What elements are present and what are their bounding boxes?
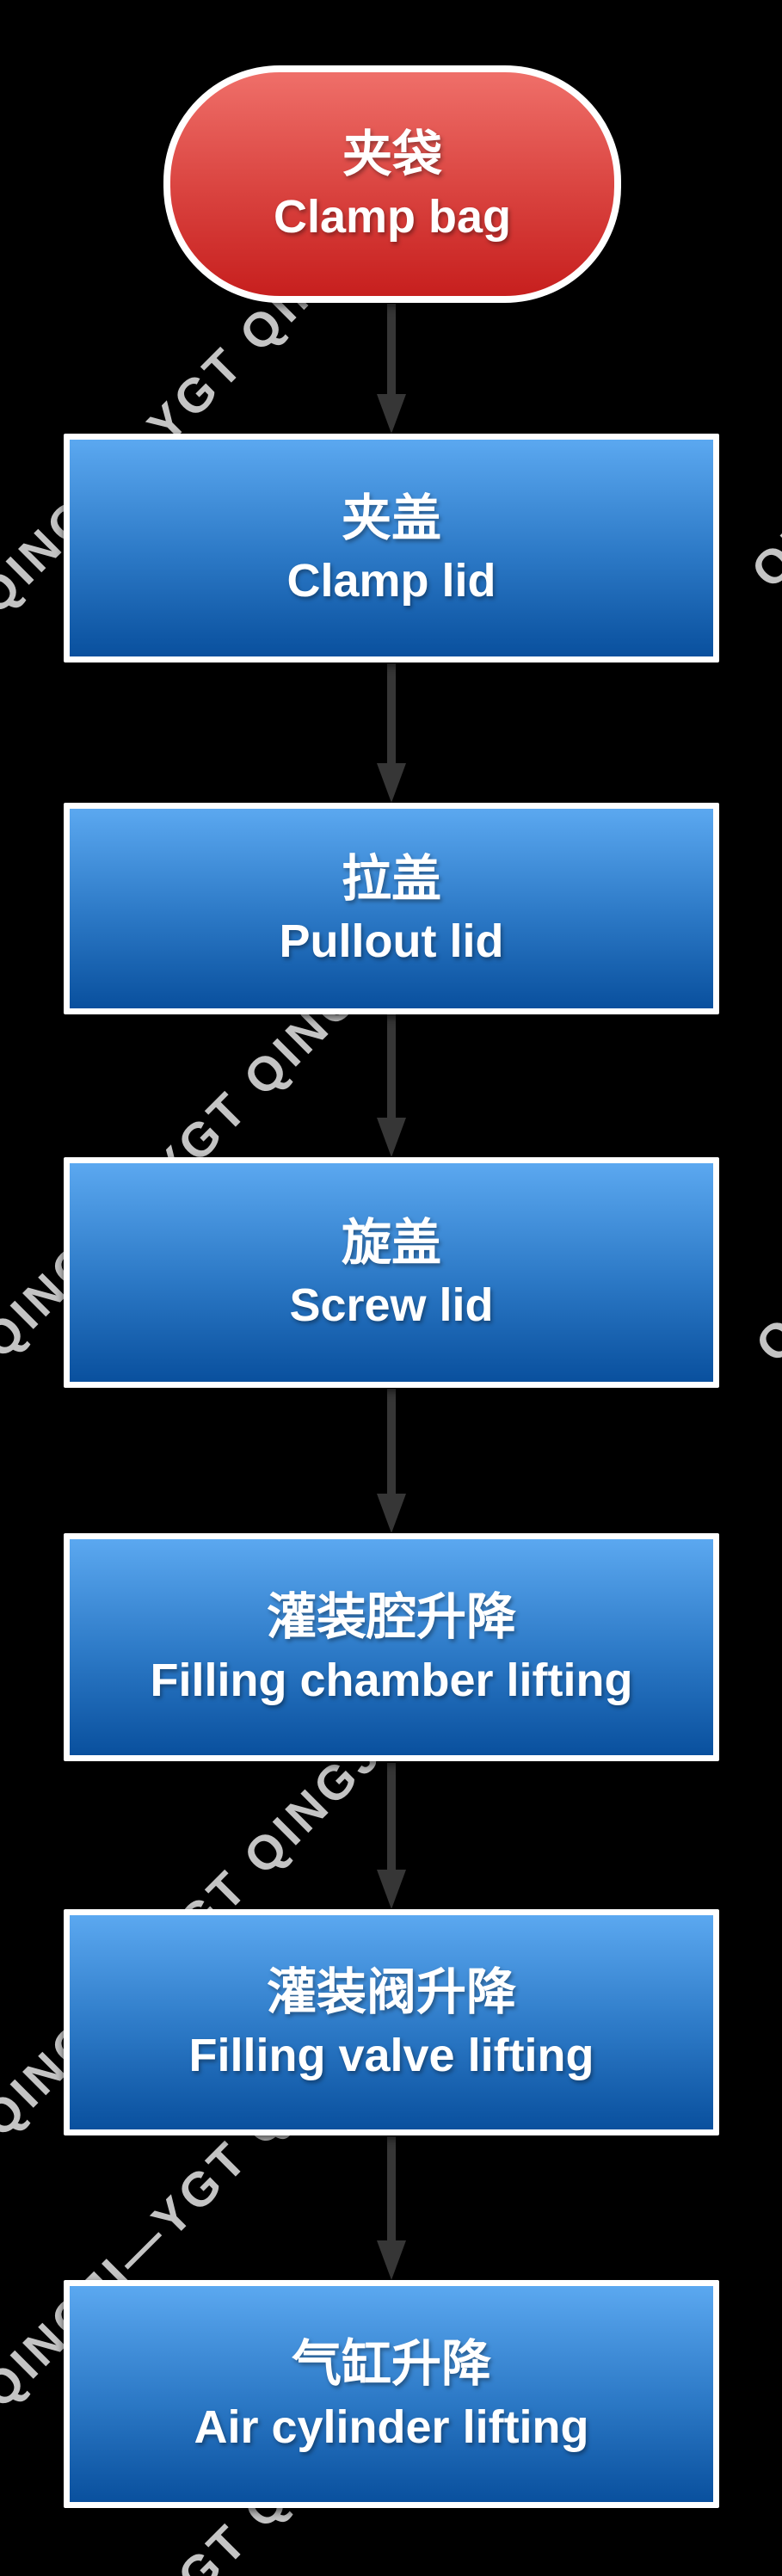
arrow-shaft: [387, 2136, 396, 2242]
arrow-head: [377, 1118, 406, 1157]
arrow-shaft: [387, 663, 396, 765]
flow-node-screw-lid: 旋盖 Screw lid: [64, 1157, 719, 1388]
arrow-head: [377, 2240, 406, 2280]
node-label-en: Clamp lid: [286, 555, 496, 607]
arrow-shaft: [387, 304, 396, 396]
node-label-zh: 拉盖: [341, 850, 441, 907]
flow-node-filling-valve-lifting: 灌装阀升降 Filling valve lifting: [64, 1909, 719, 2135]
node-label-en: Filling valve lifting: [188, 2029, 594, 2081]
flow-node-filling-chamber-lifting: 灌装腔升降 Filling chamber lifting: [64, 1533, 719, 1761]
arrow-shaft: [387, 1014, 396, 1119]
node-label-en: Clamp bag: [273, 191, 512, 243]
node-label-zh: 灌装腔升降: [266, 1589, 516, 1646]
flow-arrow-down-icon: [377, 2136, 406, 2280]
node-label-zh: 夹袋: [342, 126, 442, 182]
flow-node-pullout-lid: 拉盖 Pullout lid: [64, 803, 719, 1014]
arrow-head: [377, 1494, 406, 1533]
arrow-head: [377, 763, 406, 803]
flow-arrow-down-icon: [377, 304, 406, 434]
flow-arrow-down-icon: [377, 663, 406, 803]
node-label-zh: 灌装阀升降: [266, 1964, 516, 2021]
arrow-head: [377, 1870, 406, 1909]
arrow-head: [377, 394, 406, 434]
node-label-en: Pullout lid: [279, 915, 504, 968]
flow-arrow-down-icon: [377, 1014, 406, 1157]
flow-arrow-down-icon: [377, 1763, 406, 1909]
arrow-shaft: [387, 1389, 396, 1495]
node-label-zh: 气缸升降: [291, 2336, 491, 2393]
node-label-zh: 旋盖: [341, 1214, 441, 1271]
arrow-shaft: [387, 1763, 396, 1871]
node-label-en: Air cylinder lifting: [194, 2400, 589, 2453]
node-label-en: Screw lid: [289, 1279, 494, 1332]
flow-node-clamp-bag: 夹袋 Clamp bag: [163, 65, 621, 303]
flow-node-air-cylinder-lifting: 气缸升降 Air cylinder lifting: [64, 2280, 719, 2508]
flow-node-clamp-lid: 夹盖 Clamp lid: [64, 434, 719, 662]
flow-arrow-down-icon: [377, 1389, 406, 1533]
node-label-zh: 夹盖: [341, 490, 441, 546]
watermark-stripe: QINGJI—YGT QINGJI: [744, 938, 782, 1373]
watermark-stripe: QINGJI—YGT QINGJI: [740, 163, 782, 599]
node-label-en: Filling chamber lifting: [150, 1654, 633, 1706]
